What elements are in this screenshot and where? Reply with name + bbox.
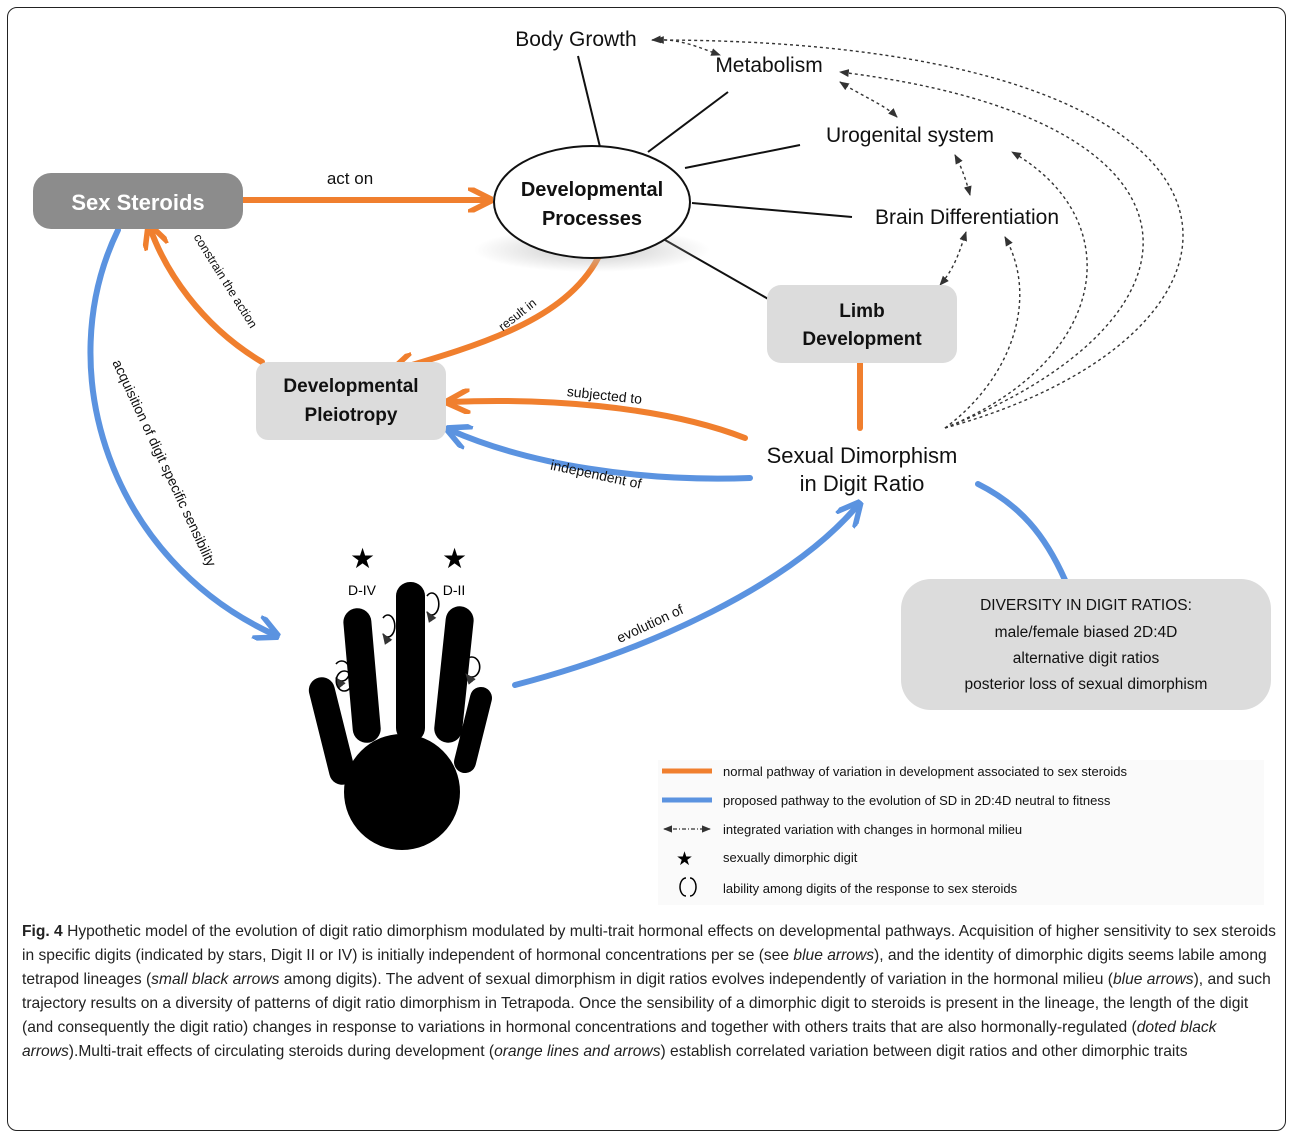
evolution-of-arrow xyxy=(512,505,858,688)
digit-v xyxy=(308,677,356,785)
sexual-dimorphism-node: Sexual Dimorphism in Digit Ratio xyxy=(767,443,958,496)
diversity-line-1: male/female biased 2D:4D xyxy=(995,624,1178,641)
body-growth-label: Body Growth xyxy=(515,28,636,51)
legend-text-4: sexually dimorphic digit xyxy=(723,850,858,865)
lability-arrows xyxy=(335,592,481,692)
palm xyxy=(344,734,460,850)
caption-label: Fig. 4 xyxy=(22,923,63,940)
caption-italic-1: blue arrows xyxy=(793,947,875,964)
dotted-arrows xyxy=(651,35,1184,429)
digit-ii xyxy=(434,606,474,743)
digit-iv xyxy=(343,608,381,743)
legend-text-5: lability among digits of the response to… xyxy=(723,881,1018,896)
legend: normal pathway of variation in developme… xyxy=(658,760,1264,905)
caption-text-2: ), and the identity of dimorphic digits … xyxy=(22,947,1267,988)
figure-caption: Fig. 4 Hypothetic model of the evolution… xyxy=(22,920,1277,1064)
developmental-processes-node: Developmental Processes xyxy=(474,145,710,272)
d-ii-label: D-II xyxy=(443,582,466,598)
caption-text-5: ).Multi-trait effects of circulating ste… xyxy=(68,1043,495,1060)
developmental-processes-line1: Developmental xyxy=(521,179,663,201)
digit-iii xyxy=(396,582,425,742)
developmental-pleiotropy-line2: Pleiotropy xyxy=(305,405,398,426)
caption-text-3: among digits). The advent of sexual dimo… xyxy=(279,971,1113,988)
constrain-arrow xyxy=(150,228,265,365)
developmental-processes-line2: Processes xyxy=(542,208,642,230)
limb-development-line1: Limb xyxy=(839,301,884,322)
diversity-title: DIVERSITY IN DIGIT RATIOS: xyxy=(980,597,1192,614)
sex-steroids-label: Sex Steroids xyxy=(71,190,204,215)
developmental-pleiotropy-line1: Developmental xyxy=(283,376,418,397)
subjected-to-arrow xyxy=(450,401,748,441)
legend-star-icon: ★ xyxy=(676,848,693,870)
d-iv-label: D-IV xyxy=(348,582,377,598)
sexual-dimorphism-line2: in Digit Ratio xyxy=(800,471,925,496)
caption-italic-4: doted black arrows xyxy=(22,1019,1217,1060)
figure-frame xyxy=(7,7,1286,1131)
brain-differentiation-label: Brain Differentiation xyxy=(875,206,1059,229)
legend-text-1: normal pathway of variation in developme… xyxy=(723,764,1127,779)
hand-illustration: ★ ★ D-IV D-II xyxy=(308,542,492,850)
developmental-pleiotropy-node: Developmental Pleiotropy xyxy=(256,362,446,440)
metabolism-label: Metabolism xyxy=(715,54,822,77)
acquisition-arrow xyxy=(87,227,275,635)
diversity-line-3: posterior loss of sexual dimorphism xyxy=(965,676,1208,693)
independent-of-arrow xyxy=(450,430,753,482)
legend-text-2: proposed pathway to the evolution of SD … xyxy=(723,793,1111,808)
result-in-arrow xyxy=(395,255,601,370)
caption-text-6: ) establish correlated variation between… xyxy=(660,1043,1188,1060)
acquisition-label: acquisition of digit specific sensibilit… xyxy=(109,357,219,569)
limb-development-line2: Development xyxy=(802,329,922,350)
sexual-dimorphism-line1: Sexual Dimorphism xyxy=(767,443,958,468)
legend-circular-arrows-icon xyxy=(679,877,697,897)
diversity-box: DIVERSITY IN DIGIT RATIOS: male/female b… xyxy=(901,579,1271,710)
diversity-line-2: alternative digit ratios xyxy=(1013,650,1160,667)
independent-of-label: independent of xyxy=(549,457,643,492)
caption-italic-3: blue arrows xyxy=(1112,971,1194,988)
act-on-label: act on xyxy=(327,169,373,188)
urogenital-system-label: Urogenital system xyxy=(826,124,994,147)
caption-text-1: Hypothetic model of the evolution of dig… xyxy=(22,923,1276,964)
digit-i xyxy=(454,686,492,774)
star-icon-d-iv: ★ xyxy=(350,542,375,575)
orange-pathways xyxy=(150,200,863,441)
caption-text-4: ), and such trajectory results on a dive… xyxy=(22,971,1271,1036)
caption-italic-5: orange lines and arrows xyxy=(494,1043,661,1060)
limb-development-node: Limb Development xyxy=(767,285,957,363)
legend-text-3: integrated variation with changes in hor… xyxy=(723,822,1022,837)
blue-pathways xyxy=(87,227,1068,688)
star-icon-d-ii: ★ xyxy=(442,542,467,575)
dimorphism-to-diversity-line xyxy=(975,481,1068,583)
caption-italic-2: small black arrows xyxy=(151,971,280,988)
sex-steroids-node: Sex Steroids xyxy=(33,173,243,229)
diagram: Sex Steroids Developmental Processes Bod… xyxy=(33,28,1271,905)
subjected-to-label: subjected to xyxy=(566,383,643,407)
